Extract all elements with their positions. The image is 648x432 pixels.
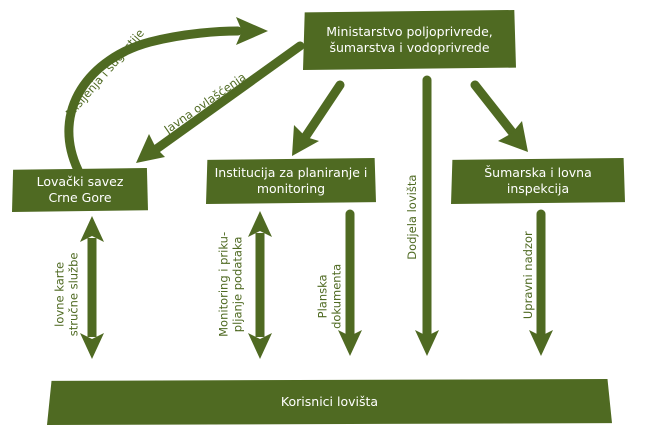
inspection-line1: Šumarska i lovna — [484, 164, 592, 180]
planning-institution-line2: monitoring — [256, 181, 326, 196]
monitoring-data-label: Monitoring i priku- pljanje podataka — [217, 219, 246, 349]
public-authorizations-arrow-shaft — [150, 41, 305, 155]
ministry-to-planning-arrowhead — [292, 125, 319, 156]
hunting-permits-line1: lovne karte — [52, 261, 67, 327]
hunting-permits-label: lovne karte stručne službe — [53, 239, 82, 349]
public-authorizations-arrowhead — [136, 134, 165, 163]
hunting-permits-line2: stručne službe — [67, 252, 81, 337]
planning-institution-line1: Institucija za planiranje i — [214, 164, 368, 180]
ministry-line2: šumarstva i vodoprivrede — [329, 40, 490, 55]
hunting-permits-arrowhead-up — [80, 216, 104, 242]
ministry-line1: Ministarstvo poljoprivrede, — [326, 23, 493, 39]
hunting-union-line2: Crne Gore — [48, 190, 112, 205]
ministry-to-planning-arrow-shaft — [301, 80, 345, 141]
planning-documents-line1: Planska — [315, 274, 330, 319]
planning-documents-line2: dokumenta — [330, 263, 344, 329]
hunting-union-box: Lovački savez Crne Gore — [12, 168, 148, 212]
monitoring-data-line2: pljanje podataka — [231, 236, 245, 333]
planning-documents-arrowhead — [338, 330, 362, 356]
ministry-to-inspection-arrowhead — [498, 121, 528, 152]
opinions-arrowhead — [236, 17, 268, 45]
administrative-supervision-label: Upravni nadzor — [520, 231, 535, 320]
monitoring-data-arrowhead-down — [248, 333, 272, 359]
inspection-line2: inspekcija — [506, 181, 570, 196]
hunting-union-line1: Lovački savez — [36, 173, 124, 189]
monitoring-data-arrowhead-up — [248, 211, 272, 237]
inspection-box: Šumarska i lovna inspekcija — [451, 158, 625, 204]
opinions-arrow-shaft — [64, 26, 243, 175]
administrative-supervision-arrowhead — [529, 330, 553, 356]
ground-allocation-arrowhead — [415, 330, 439, 356]
users-box: Korisnici lovišta — [47, 379, 612, 425]
planning-documents-label: Planska dokumenta — [316, 256, 345, 336]
ministry-box: Ministarstvo poljoprivrede, šumarstva i … — [303, 10, 516, 70]
monitoring-data-line1: Monitoring i priku- — [216, 231, 231, 337]
planning-institution-box: Institucija za planiranje i monitoring — [206, 158, 376, 204]
ministry-to-inspection-arrow-shaft — [470, 80, 517, 137]
users-label: Korisnici lovišta — [280, 393, 379, 409]
ground-allocation-label: Dodjela lovišta — [404, 174, 419, 260]
hunting-permits-arrowhead-down — [80, 333, 104, 359]
